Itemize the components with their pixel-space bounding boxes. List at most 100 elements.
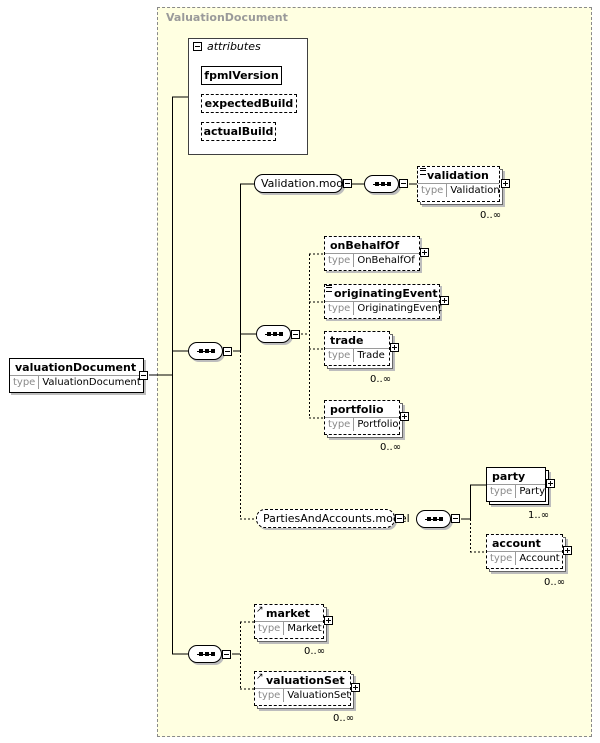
occurrence-label: 1..∞ [528, 510, 550, 521]
type-value: ValuationSet [287, 690, 351, 701]
sequence-compositor[interactable] [364, 175, 399, 193]
element-type: type OnBehalfOf [325, 253, 419, 267]
element-name: valuationDocument [15, 361, 137, 374]
minus-box-icon[interactable] [222, 650, 231, 659]
element-portfolio[interactable]: portfolio type Portfolio [324, 400, 400, 435]
attribute-actual-build[interactable]: actualBuild [201, 122, 276, 141]
minus-box-icon[interactable] [193, 42, 202, 51]
type-value: Account [519, 553, 560, 564]
plus-box-icon[interactable] [400, 412, 409, 421]
sequence-dot [205, 349, 209, 353]
reference-arrow-icon: ↗ [256, 605, 264, 615]
type-key: type [418, 184, 448, 197]
type-key: type [325, 418, 355, 431]
sequence-dot [273, 332, 277, 336]
plus-box-icon[interactable] [390, 343, 399, 352]
element-type: type OriginatingEvent [325, 301, 442, 315]
element-name: party [492, 470, 526, 483]
sequence-dot [205, 652, 209, 656]
reference-arrow-icon: ↗ [256, 672, 264, 682]
group-validation-model[interactable]: Validation.model [254, 174, 353, 193]
element-type: type Party [487, 484, 545, 498]
element-name: portfolio [330, 403, 384, 416]
sequence-dot [267, 332, 271, 336]
sequence-icon [373, 182, 391, 186]
type-key: type [487, 552, 517, 565]
type-key: type [325, 349, 355, 362]
plus-box-icon[interactable] [440, 296, 449, 305]
element-name: account [492, 537, 541, 550]
minus-box-icon[interactable] [139, 371, 148, 380]
element-name: validation [427, 169, 489, 182]
occurrence-label: 0..∞ [333, 713, 355, 724]
sequence-dot [211, 349, 215, 353]
type-value: Portfolio [357, 419, 399, 430]
type-key: type [325, 254, 355, 267]
plus-box-icon[interactable] [501, 179, 510, 188]
type-key: type [487, 485, 517, 498]
minus-box-icon[interactable] [223, 347, 232, 356]
plus-box-icon[interactable] [420, 248, 429, 257]
plus-box-icon[interactable] [324, 616, 333, 625]
sequence-compositor[interactable] [188, 645, 222, 663]
sequence-dot [439, 517, 443, 521]
documentation-icon [420, 168, 426, 175]
plus-box-icon[interactable] [351, 683, 360, 692]
sequence-dot [387, 182, 391, 186]
sequence-dot [427, 517, 431, 521]
minus-box-icon[interactable] [451, 514, 460, 523]
element-type: type ValuationSet [255, 688, 350, 702]
element-name: valuationSet [266, 674, 345, 687]
sequence-icon [265, 332, 283, 336]
element-on-behalf-of[interactable]: onBehalfOf type OnBehalfOf [324, 236, 420, 271]
element-name: trade [330, 334, 364, 347]
occurrence-label: 0..∞ [544, 577, 566, 588]
sequence-compositor[interactable] [188, 342, 223, 360]
minus-box-icon[interactable] [399, 179, 408, 188]
root-element-valuation-document[interactable]: valuationDocument type ValuationDocument [9, 358, 144, 393]
sequence-dot [199, 652, 203, 656]
element-type: type Market [255, 621, 323, 635]
occurrence-label: 0..∞ [370, 374, 392, 385]
sequence-dot [381, 182, 385, 186]
element-name: onBehalfOf [330, 239, 400, 252]
element-type: type ValuationDocument [10, 375, 143, 389]
element-originating-event[interactable]: originatingEvent type OriginatingEvent [324, 284, 442, 319]
minus-box-icon[interactable] [395, 514, 404, 523]
element-validation[interactable]: validation type Validation [417, 166, 500, 202]
type-value: Validation [450, 185, 500, 196]
sequence-icon [197, 652, 215, 656]
sequence-icon [425, 517, 443, 521]
documentation-icon [326, 285, 332, 292]
sequence-dot [279, 332, 283, 336]
attribute-expected-build[interactable]: expectedBuild [201, 94, 297, 113]
occurrence-label: 0..∞ [480, 210, 502, 221]
minus-box-icon[interactable] [343, 179, 352, 188]
plus-box-icon[interactable] [563, 546, 572, 555]
group-parties-and-accounts-model[interactable]: PartiesAndAccounts.model [256, 509, 410, 528]
element-trade[interactable]: trade type Trade [324, 331, 390, 366]
occurrence-label: 0..∞ [380, 442, 402, 453]
element-name: market [266, 607, 311, 620]
element-valuation-set[interactable]: valuationSet type ValuationSet [254, 671, 351, 706]
sequence-dot [199, 349, 203, 353]
plus-box-icon[interactable] [546, 479, 555, 488]
sequence-compositor[interactable] [416, 510, 451, 528]
element-market[interactable]: market type Market [254, 604, 324, 639]
type-value: Trade [357, 350, 385, 361]
type-value: OriginatingEvent [357, 303, 442, 314]
minus-box-icon[interactable] [291, 330, 300, 339]
element-type: type Portfolio [325, 417, 399, 431]
attribute-fpml-version[interactable]: fpmlVersion [201, 66, 282, 85]
type-value: Party [519, 486, 546, 497]
type-key: type [255, 689, 285, 702]
element-party[interactable]: party type Party [486, 467, 546, 502]
sequence-compositor[interactable] [256, 325, 291, 343]
type-value: Market [287, 623, 322, 634]
element-type: type Account [487, 551, 562, 565]
element-account[interactable]: account type Account [486, 534, 563, 569]
type-value: OnBehalfOf [357, 255, 415, 266]
sequence-icon [197, 349, 215, 353]
